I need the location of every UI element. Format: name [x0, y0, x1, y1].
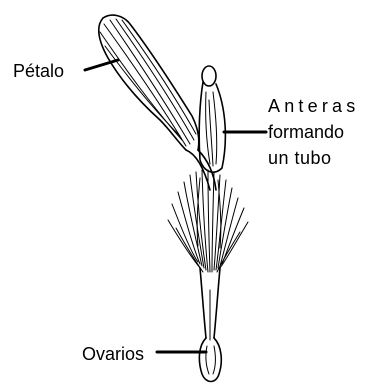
label-anteras-line1: Anteras [268, 95, 359, 117]
label-anteras-line3: un tubo [268, 147, 332, 169]
petal-drawing [99, 15, 216, 190]
label-petalo: Pétalo [13, 60, 64, 82]
ovary-drawing [199, 268, 221, 382]
label-ovarios: Ovarios [82, 343, 144, 365]
pappus-bristles-drawing [168, 170, 248, 272]
label-anteras-line2: formando [268, 121, 344, 143]
